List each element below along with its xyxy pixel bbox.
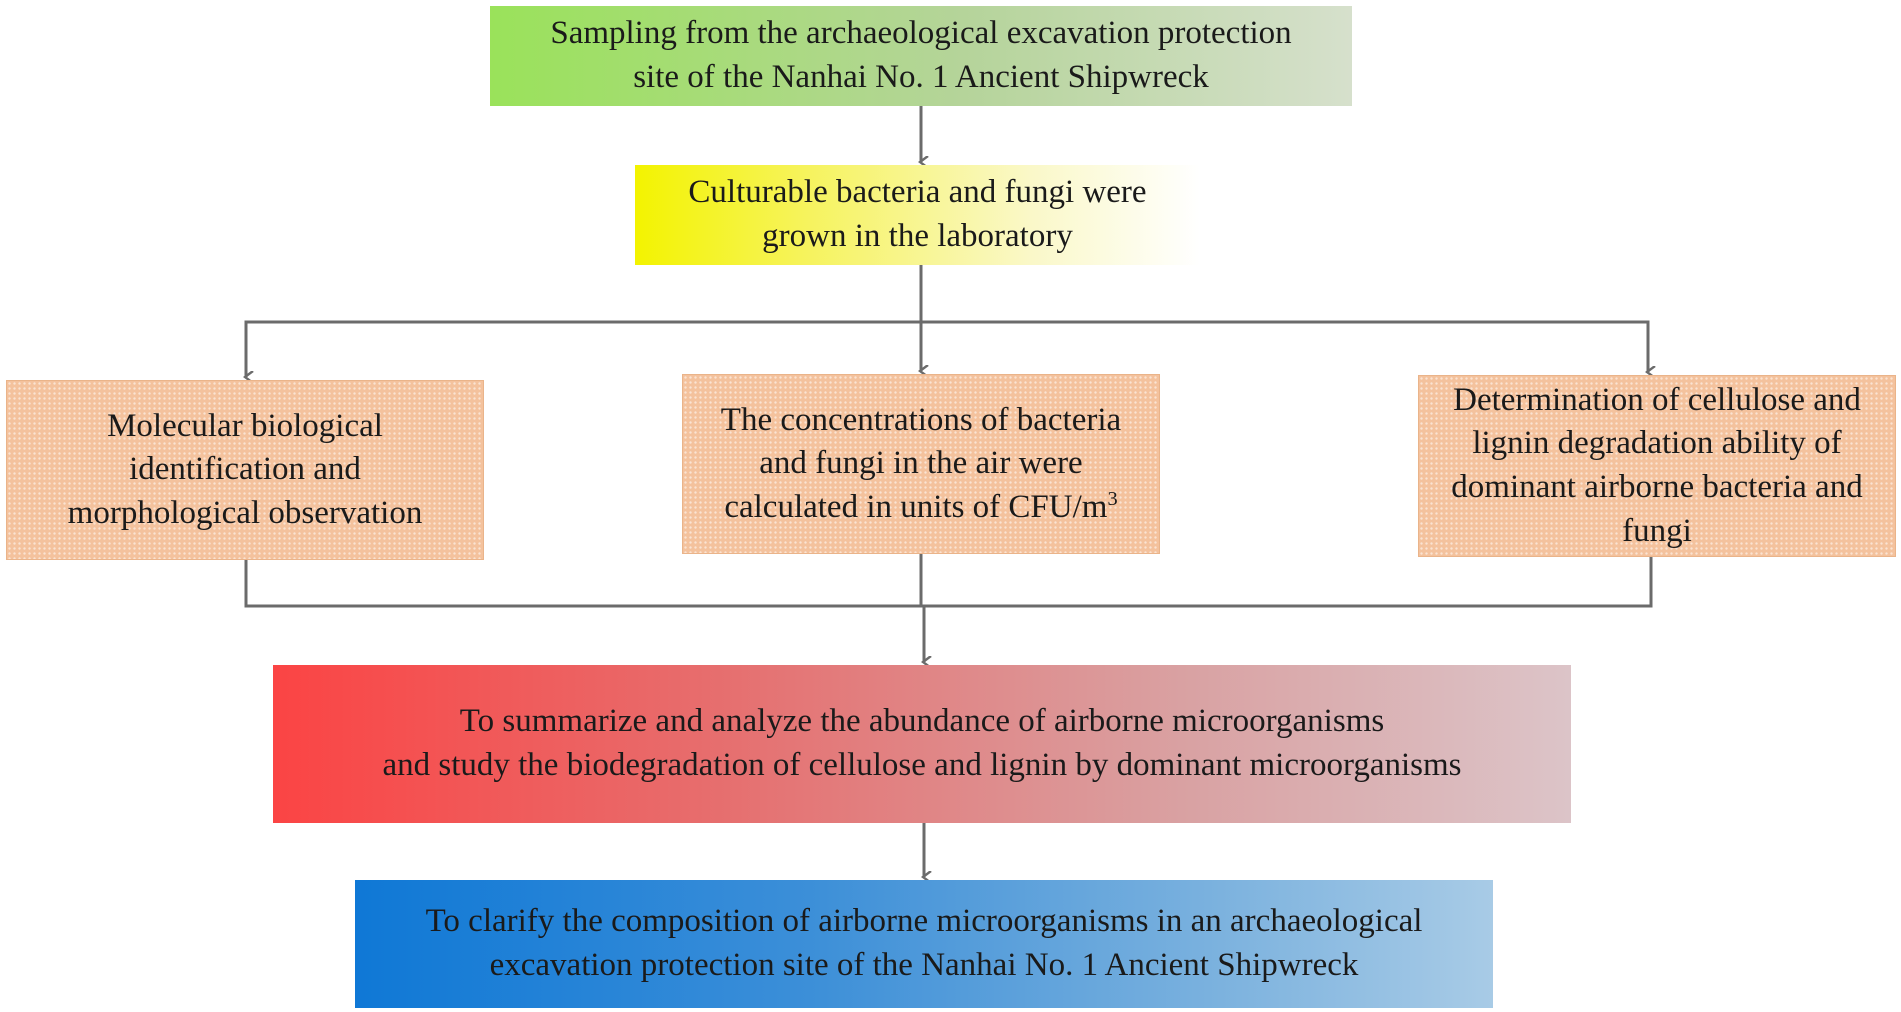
node-determination-line-2: lignin degradation ability of <box>1472 425 1842 462</box>
node-culture: Culturable bacteria and fungi were grown… <box>635 165 1200 265</box>
node-molecular: Molecular biological identification and … <box>6 380 484 560</box>
node-determination-text: Determination of cellulose and lignin de… <box>1451 379 1862 553</box>
node-clarify-line-2: excavation protection site of the Nanhai… <box>489 947 1359 983</box>
node-sampling-text: Sampling from the archaeological excavat… <box>550 12 1291 99</box>
node-determination-line-1: Determination of cellulose and <box>1453 381 1861 418</box>
node-sampling: Sampling from the archaeological excavat… <box>490 6 1352 106</box>
node-determination: Determination of cellulose and lignin de… <box>1418 375 1896 557</box>
node-summary: To summarize and analyze the abundance o… <box>273 665 1571 823</box>
node-culture-text: Culturable bacteria and fungi were grown… <box>688 171 1146 258</box>
node-concentration-text: The concentrations of bacteria and fungi… <box>721 399 1121 530</box>
node-sampling-line-1: Sampling from the archaeological excavat… <box>550 15 1292 52</box>
node-concentration-line-2: and fungi in the air were <box>759 445 1083 482</box>
node-summary-line-2: and study the biodegradation of cellulos… <box>382 747 1462 783</box>
node-sampling-line-2: site of the Nanhai No. 1 Ancient Shipwre… <box>633 59 1209 95</box>
node-clarify-text: To clarify the composition of airborne m… <box>426 900 1423 987</box>
node-concentration-line-1: The concentrations of bacteria <box>720 401 1122 438</box>
line-merge-horizontal <box>244 557 1653 608</box>
node-molecular-line-1: Molecular biological <box>107 407 383 444</box>
node-concentration-line-3-text: calculated in units of CFU/m <box>724 488 1108 525</box>
node-molecular-line-2: identification and <box>129 451 361 488</box>
node-molecular-line-3: morphological observation <box>67 494 423 531</box>
node-culture-line-2: grown in the laboratory <box>762 218 1073 254</box>
node-culture-line-1: Culturable bacteria and fungi were <box>688 174 1147 211</box>
node-concentration-line-3: calculated in units of CFU/m3 <box>721 486 1121 530</box>
line-split-horizontal <box>244 320 1650 372</box>
node-summary-text: To summarize and analyze the abundance o… <box>382 700 1461 787</box>
node-summary-line-1: To summarize and analyze the abundance o… <box>459 703 1385 740</box>
node-concentration: The concentrations of bacteria and fungi… <box>682 374 1160 554</box>
node-molecular-text: Molecular biological identification and … <box>68 405 423 536</box>
superscript-exponent: 3 <box>1107 487 1118 510</box>
node-determination-line-3: dominant airborne bacteria and <box>1451 469 1863 505</box>
node-clarify: To clarify the composition of airborne m… <box>355 880 1493 1008</box>
node-determination-line-4: fungi <box>1622 512 1692 549</box>
node-clarify-line-1: To clarify the composition of airborne m… <box>425 903 1423 940</box>
